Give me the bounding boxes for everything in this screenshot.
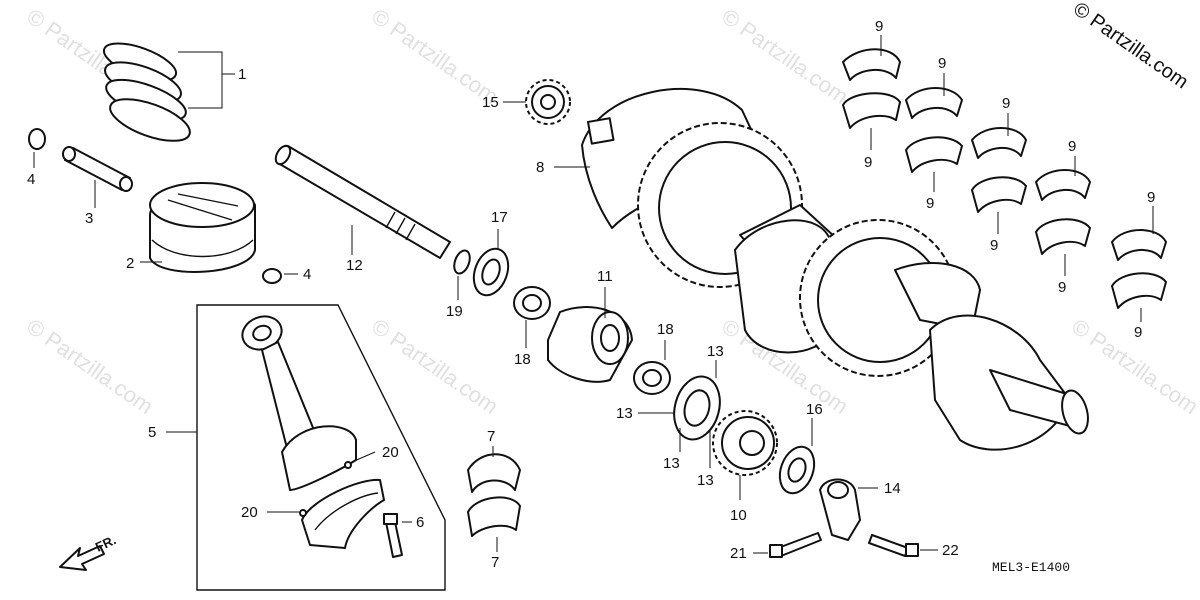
piston-pin (62, 146, 133, 192)
callout: 9 (1002, 95, 1010, 112)
leader-line (351, 451, 376, 463)
callout: 8 (536, 159, 544, 176)
diagram-code: MEL3-E1400 (992, 560, 1070, 575)
callout: 5 (148, 424, 156, 441)
callout: 13 (663, 455, 680, 472)
connecting-rod (241, 315, 357, 491)
callout: 9 (1147, 189, 1155, 206)
callout: 2 (126, 255, 134, 272)
callout: 22 (942, 542, 959, 559)
callout: 13 (697, 472, 714, 489)
callout: 9 (926, 195, 934, 212)
piston-pin-clip (262, 268, 282, 284)
callout: 10 (730, 507, 747, 524)
callout: 7 (487, 428, 495, 445)
copyright-text: © Partzilla.com (1069, 0, 1192, 93)
rod-bearing-upper (467, 453, 521, 493)
piston (149, 182, 256, 273)
direction-label: FR. (93, 532, 118, 554)
callout: 9 (1058, 279, 1066, 296)
callout: 12 (346, 257, 363, 274)
flange-bolt (769, 532, 822, 558)
main-bearings (842, 48, 1167, 309)
rod-bearing-lower (467, 496, 521, 537)
sensor-bracket (819, 478, 861, 541)
callout: 20 (241, 504, 258, 521)
callout: 16 (806, 401, 823, 418)
callout: 11 (597, 268, 613, 285)
callout: 18 (657, 321, 674, 338)
callout: 9 (938, 55, 946, 72)
o-ring (453, 249, 471, 275)
callout: 9 (1068, 138, 1076, 155)
connecting-rod-group-box (196, 304, 446, 591)
callout: 9 (875, 18, 883, 35)
callout: 3 (85, 210, 93, 227)
callout: 4 (303, 266, 311, 283)
needle-bearing (633, 361, 671, 395)
watermark: © Partzilla.com (22, 314, 158, 420)
dowel-pin (344, 461, 352, 469)
front-direction-arrow: FR. (59, 532, 118, 571)
callout: 7 (491, 554, 499, 571)
callout: 4 (27, 171, 35, 188)
piston-rings (102, 42, 191, 142)
watermark: © Partzilla.com (717, 4, 853, 110)
connecting-rod-cap (301, 478, 385, 549)
dowel-pin (299, 509, 307, 517)
callout: 21 (730, 545, 747, 562)
leader-line (178, 51, 235, 109)
callout: 19 (446, 303, 463, 320)
callout: 9 (1134, 324, 1142, 341)
callout: 20 (382, 444, 399, 461)
piston-pin-clip (28, 128, 46, 150)
callout: 6 (416, 514, 424, 531)
callout: 15 (482, 94, 499, 111)
crank-gear (525, 79, 571, 125)
callout: 9 (864, 154, 872, 171)
callout: 9 (990, 237, 998, 254)
callout: 18 (514, 351, 531, 368)
callout: 13 (616, 405, 633, 422)
callout: 13 (707, 343, 724, 360)
primary-drive-gear (712, 410, 778, 476)
washer (778, 445, 816, 495)
callout: 1 (238, 66, 246, 83)
callout: 14 (884, 480, 901, 497)
callout: 17 (491, 209, 508, 226)
needle-bearing (513, 286, 551, 320)
clutch-hub (547, 306, 633, 383)
primary-shaft (274, 144, 451, 259)
rod-bolt (383, 513, 403, 558)
damper-rubbers (673, 375, 721, 441)
flange-bolt (868, 534, 919, 557)
crankshaft (581, 88, 1089, 451)
thrust-washer (472, 247, 510, 297)
